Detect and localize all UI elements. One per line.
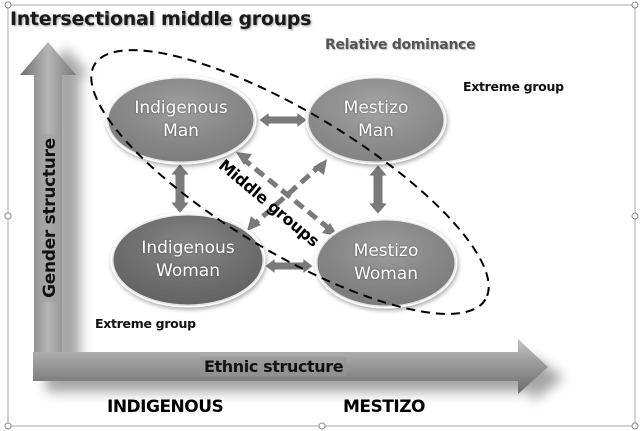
resize-handle-top-left[interactable] bbox=[4, 1, 12, 9]
resize-handle-right[interactable] bbox=[631, 212, 639, 220]
node-mestizo-man-line1: Mestizo bbox=[343, 98, 409, 118]
ethnic-structure-label: Ethnic structure bbox=[200, 357, 348, 376]
node-mestizo-man-line2: Man bbox=[358, 121, 394, 141]
node-mestizo-woman-line2: Woman bbox=[354, 264, 418, 284]
arrowhead-iw bbox=[247, 216, 261, 231]
gender-structure-label: Gender structure bbox=[40, 134, 60, 302]
relative-dominance-label: Relative dominance bbox=[325, 37, 476, 53]
resize-handle-top-right[interactable] bbox=[631, 1, 639, 9]
resize-handle-bottom-left[interactable] bbox=[4, 422, 12, 430]
node-mestizo-woman: Mestizo Woman bbox=[354, 240, 419, 286]
selection-frame[interactable] bbox=[4, 1, 639, 430]
connector-im-mm bbox=[255, 108, 311, 132]
arrowhead-mm bbox=[313, 159, 327, 175]
connector-iw-mw bbox=[261, 254, 317, 278]
node-indigenous-man: Indigenous Man bbox=[134, 97, 227, 143]
indigenous-axis-label: INDIGENOUS bbox=[107, 397, 224, 417]
middle-groups-boundary bbox=[90, 49, 490, 315]
extreme-group-label-top: Extreme group bbox=[463, 79, 564, 94]
node-indigenous-woman-shape bbox=[110, 212, 266, 308]
node-mestizo-woman-line1: Mestizo bbox=[353, 241, 419, 261]
node-indigenous-man-line2: Man bbox=[163, 121, 199, 141]
node-mestizo-woman-shape bbox=[314, 217, 458, 309]
node-indigenous-woman: Indigenous Woman bbox=[141, 237, 234, 283]
diagonal-arrow-mm-iw bbox=[250, 162, 324, 228]
extreme-group-label-bottom: Extreme group bbox=[95, 316, 196, 331]
node-indigenous-woman-line2: Woman bbox=[156, 261, 220, 281]
resize-handle-bottom[interactable] bbox=[318, 422, 326, 430]
resize-handle-bottom-right[interactable] bbox=[631, 422, 639, 430]
node-indigenous-man-line1: Indigenous bbox=[134, 98, 228, 118]
mestizo-axis-label: MESTIZO bbox=[343, 397, 425, 417]
node-mestizo-man-shape bbox=[305, 75, 447, 165]
resize-handle-left[interactable] bbox=[4, 212, 12, 220]
node-indigenous-woman-line1: Indigenous bbox=[141, 238, 235, 258]
diagram-title: Intersectional middle groups bbox=[10, 8, 312, 30]
arrowhead-im bbox=[236, 152, 252, 165]
connector-im-iw bbox=[166, 160, 194, 217]
node-mestizo-man: Mestizo Man bbox=[344, 97, 409, 143]
diagonal-arrow-im-mw bbox=[240, 156, 334, 233]
connector-mm-mw bbox=[364, 161, 392, 218]
node-indigenous-man-shape bbox=[105, 75, 257, 165]
